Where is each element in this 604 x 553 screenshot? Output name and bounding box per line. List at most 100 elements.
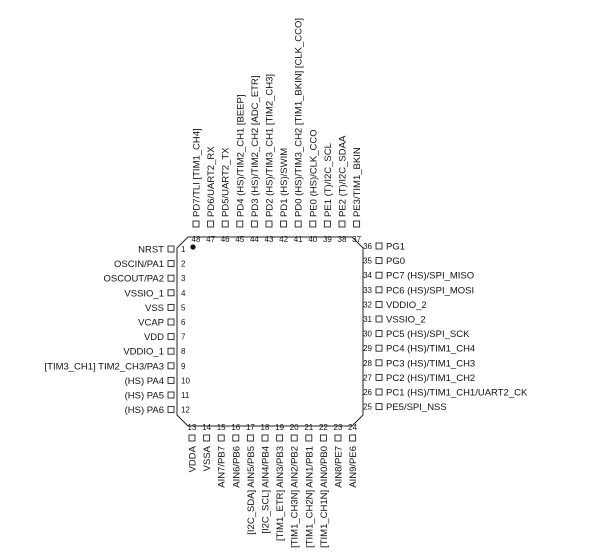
- pin-label: PC7 (HS)/SPI_MISO: [386, 271, 474, 282]
- pin-pad: [192, 220, 200, 228]
- pin-number: 46: [221, 235, 230, 244]
- pin-number: 7: [181, 333, 186, 342]
- pin-pad: [375, 330, 383, 338]
- pin-pad: [319, 434, 327, 442]
- pin-pad: [265, 220, 273, 228]
- pin-label: PD5/UART2_TX: [221, 147, 232, 217]
- pin-number: 20: [290, 423, 299, 432]
- pin-label: PC5 (HS)/SPI_SCK: [386, 329, 470, 340]
- pin-number: 23: [334, 423, 343, 432]
- pin-label: PE3/TIM1_BKIN: [352, 147, 363, 217]
- pin-number: 18: [261, 423, 270, 432]
- pin-pad: [375, 257, 383, 265]
- pin-label: PD7/TLI [TIM1_CH4]: [192, 128, 203, 217]
- pin-number: 27: [363, 373, 372, 382]
- pin-label: PE2 (T)/I2C_SDAA: [338, 135, 349, 217]
- pin-label: AIN9/PE6: [348, 446, 359, 488]
- pin-number: 21: [304, 423, 313, 432]
- pin-pad: [188, 434, 196, 442]
- pin-pad: [167, 333, 175, 341]
- pin-label: PC1 (HS)/TIM1_CH1/UART2_CK: [386, 388, 528, 399]
- pin-pad: [375, 344, 383, 352]
- pin-label: PC2 (HS)/TIM1_CH2: [386, 373, 475, 384]
- pin-number: 13: [188, 423, 197, 432]
- pin-number: 48: [192, 235, 201, 244]
- pin1-marker: [190, 244, 196, 250]
- pin-label: [TIM1_ETR] AIN3/PB3: [275, 446, 286, 541]
- pin-label: [I2C_SCL] AIN4/PB4: [261, 446, 272, 534]
- pin-pad: [305, 434, 313, 442]
- pin-number: 35: [363, 257, 372, 266]
- pin-label: VDDIO_1: [123, 347, 164, 358]
- pin-pad: [338, 220, 346, 228]
- pin-pad: [167, 362, 175, 370]
- pin-number: 10: [181, 376, 190, 385]
- pin-number: 30: [363, 330, 372, 339]
- pin-pad: [375, 300, 383, 308]
- pins-layer: 1NRST2OSCIN/PA13OSCOUT/PA24VSSIO_15VSS6V…: [45, 18, 528, 548]
- pin-pad: [294, 220, 302, 228]
- pin-number: 42: [279, 235, 288, 244]
- pin-pad: [250, 220, 258, 228]
- pin-number: 31: [363, 315, 372, 324]
- pin-number: 24: [348, 423, 357, 432]
- pin-label: VDDA: [188, 445, 199, 472]
- pin-label: VSSA: [202, 445, 213, 471]
- pin-number: 45: [235, 235, 244, 244]
- pin-number: 41: [294, 235, 303, 244]
- pin-number: 38: [338, 235, 347, 244]
- pin-label: VDD: [144, 332, 164, 343]
- pin-label: PE0 (HS)/CLK_CCO: [308, 129, 319, 217]
- pin-label: (HS) PA6: [125, 405, 164, 416]
- pin-pad: [167, 245, 175, 253]
- pin-pad: [167, 260, 175, 268]
- pin-pad: [203, 434, 211, 442]
- pin-label: AIN8/PE7: [334, 446, 345, 488]
- pin-pad: [334, 434, 342, 442]
- pin-number: 2: [181, 260, 186, 269]
- pin-label: PD4 (HS)/TIM2_CH1 [BEEP]: [235, 95, 246, 217]
- pin-pad: [167, 289, 175, 297]
- pin-number: 17: [246, 423, 255, 432]
- pin-pad: [349, 434, 357, 442]
- pin-label: PC4 (HS)/TIM1_CH4: [386, 344, 475, 355]
- pin-number: 37: [352, 235, 361, 244]
- pin-pad: [167, 347, 175, 355]
- pin-label: PD1 (HS)/SWIM: [279, 148, 290, 217]
- pin-label: [TIM1_CH2N] AIN1/PB1: [304, 446, 315, 548]
- pin-number: 33: [363, 286, 372, 295]
- chip-body: [176, 236, 364, 427]
- pin-pad: [236, 220, 244, 228]
- pin-pad: [375, 373, 383, 381]
- pin-label: PD6/UART2_RX: [206, 146, 217, 217]
- pin-pad: [309, 220, 317, 228]
- pin-label: VSSIO_2: [386, 315, 426, 326]
- pin-number: 32: [363, 300, 372, 309]
- pin-number: 3: [181, 274, 186, 283]
- pin-pad: [375, 315, 383, 323]
- pin-pad: [167, 303, 175, 311]
- pin-number: 8: [181, 347, 186, 356]
- pin-pad: [167, 274, 175, 282]
- pin-number: 6: [181, 318, 186, 327]
- pin-pad: [167, 406, 175, 414]
- pin-label: AIN6/PB6: [231, 446, 242, 488]
- pin-number: 26: [363, 388, 372, 397]
- pin-number: 44: [250, 235, 259, 244]
- pin-pad: [246, 434, 254, 442]
- pin-pad: [167, 391, 175, 399]
- pin-label: (HS) PA4: [125, 376, 164, 387]
- pin-label: PG0: [386, 256, 405, 267]
- pin-pad: [207, 220, 215, 228]
- pin-pad: [280, 220, 288, 228]
- pin-label: [I2C_SDA] AIN5/PB5: [246, 446, 257, 535]
- pin-number: 1: [181, 245, 186, 254]
- pin-label: [TIM1_CH1N] AIN0/PB0: [319, 446, 330, 548]
- pin-number: 19: [275, 423, 284, 432]
- pin-number: 4: [181, 289, 186, 298]
- pin-label: PD3 (HS)/TIM2_CH2 [ADC_ETR]: [250, 76, 261, 217]
- pin-pad: [323, 220, 331, 228]
- pin-number: 34: [363, 271, 372, 280]
- pin-label: PE5/SPI_NSS: [386, 402, 447, 413]
